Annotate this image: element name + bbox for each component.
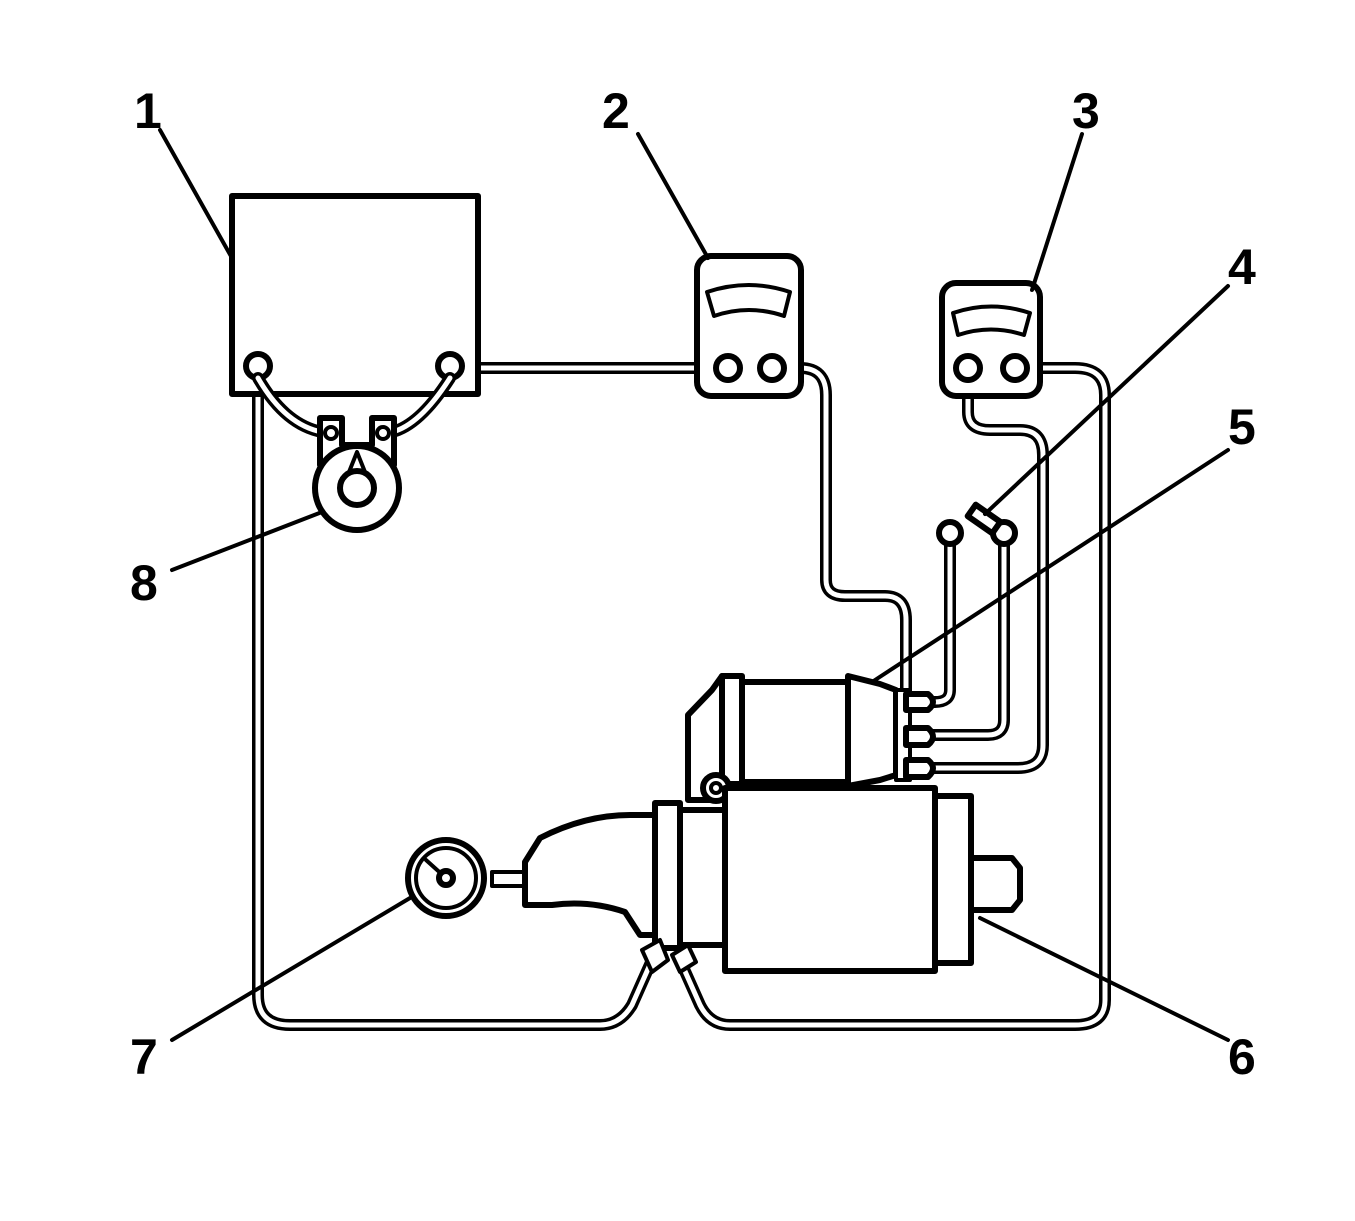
callout-6: 6 [1228, 1029, 1256, 1085]
starter-solenoid [685, 673, 936, 804]
solenoid-terminal-s [903, 691, 936, 713]
callout-1: 1 [134, 83, 162, 139]
cable-switch-left [912, 529, 956, 708]
callout-5: 5 [1228, 399, 1256, 455]
leader-lines [158, 128, 1230, 1042]
callouts: 1 2 3 4 5 6 7 8 [130, 83, 1256, 1085]
cable-battery-negative [252, 362, 658, 1031]
meter-2-terminal-left [713, 353, 743, 383]
starter-motor [522, 785, 1023, 974]
leader-4 [983, 284, 1230, 516]
leader-5 [870, 448, 1230, 684]
tachometer [405, 837, 526, 919]
meter-3-terminal-right [1000, 353, 1030, 383]
callout-7: 7 [130, 1029, 158, 1085]
battery [229, 193, 481, 397]
leader-2 [636, 132, 710, 260]
cables [252, 362, 1111, 1031]
callout-3: 3 [1072, 83, 1100, 139]
carbon-pile-load [252, 372, 456, 533]
leader-6 [978, 916, 1230, 1042]
leader-1 [158, 128, 234, 260]
meter-3 [939, 280, 1043, 399]
solenoid-terminal-motor [903, 757, 936, 780]
meter-3-terminal-left [953, 353, 983, 383]
leader-7 [170, 896, 412, 1042]
solenoid-terminal-battery [903, 725, 936, 748]
cable-meter2-to-solenoid [766, 362, 912, 696]
leader-3 [1030, 132, 1084, 292]
meter-2 [694, 253, 804, 399]
callout-8: 8 [130, 555, 158, 611]
callout-4: 4 [1228, 239, 1256, 295]
meter-2-terminal-right [757, 353, 787, 383]
remote-switch [936, 501, 1018, 547]
leader-8 [170, 510, 324, 572]
callout-2: 2 [602, 83, 630, 139]
